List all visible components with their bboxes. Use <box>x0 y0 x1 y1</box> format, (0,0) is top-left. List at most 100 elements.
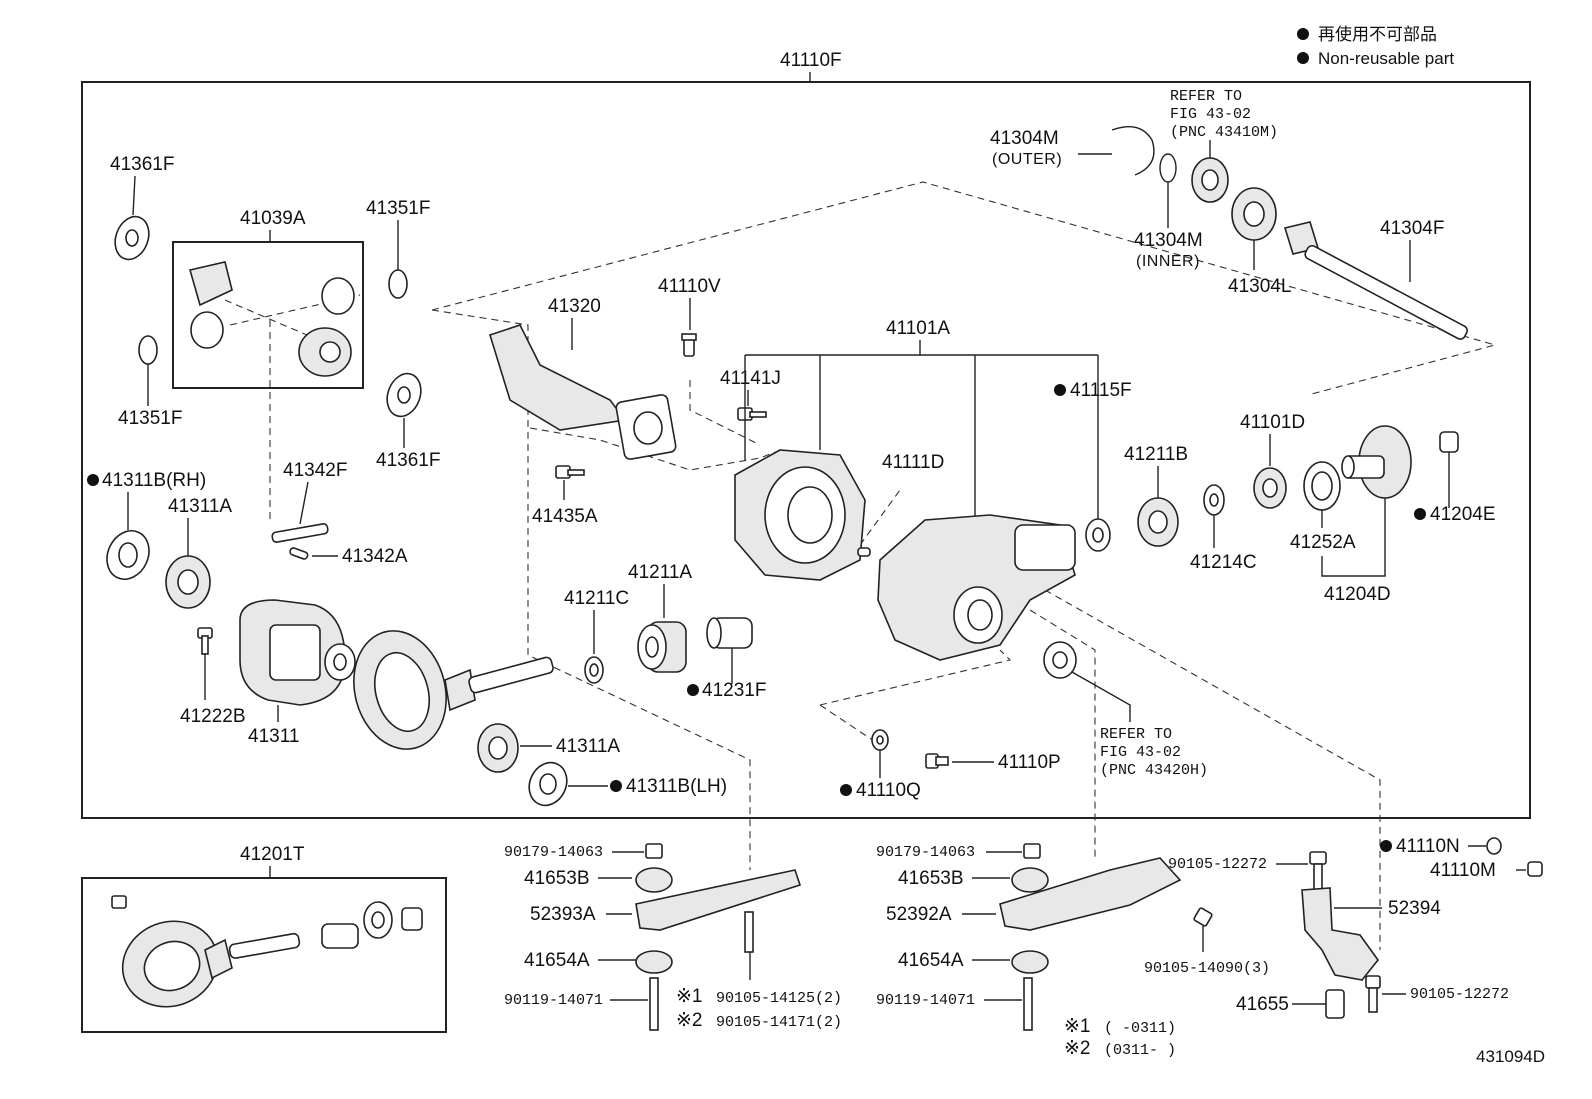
part-label-41653B[interactable]: 41653B <box>898 868 964 889</box>
carrier-housing-icon[interactable] <box>877 514 1076 661</box>
part-label-90105-12272[interactable]: 90105-12272 <box>1168 856 1267 873</box>
part-label-41654A[interactable]: 41654A <box>898 950 964 971</box>
bolt-icon[interactable] <box>744 911 754 953</box>
part-label-41361F[interactable]: 41361F <box>110 154 174 175</box>
pinion-shaft-icon[interactable] <box>271 523 329 543</box>
cushion-icon[interactable] <box>635 950 673 974</box>
part-label-90105-14171[interactable]: 90105-14171(2) <box>716 1014 842 1031</box>
snap-ring-outer-icon[interactable] <box>1111 126 1155 176</box>
bearing-spacer-icon[interactable] <box>706 617 753 649</box>
part-label-52392A[interactable]: 52392A <box>886 904 952 925</box>
plug-icon[interactable] <box>1527 861 1543 877</box>
part-label-41111D[interactable]: 41111D <box>882 452 944 473</box>
companion-flange-icon[interactable] <box>1341 425 1412 499</box>
part-label-90179-14063[interactable]: 90179-14063 <box>504 844 603 861</box>
bolt-icon[interactable] <box>649 977 659 1031</box>
part-label-90119-14071[interactable]: 90119-14071 <box>504 992 603 1009</box>
snap-ring-inner-icon[interactable] <box>1159 153 1177 183</box>
nut-icon[interactable] <box>1023 843 1041 859</box>
part-label-41141J[interactable]: 41141J <box>720 368 781 389</box>
thrust-washer-icon[interactable] <box>388 269 408 299</box>
carrier-cover-icon[interactable] <box>734 449 866 581</box>
part-label-41211A[interactable]: 41211A <box>628 562 692 583</box>
lock-nut-icon[interactable] <box>1439 431 1459 453</box>
part-label-90179-14063[interactable]: 90179-14063 <box>876 844 975 861</box>
stopper-icon[interactable] <box>1325 989 1345 1019</box>
part-label-41311B-LH[interactable]: 41311B(LH) <box>626 776 727 797</box>
part-label-41655[interactable]: 41655 <box>1236 994 1289 1015</box>
part-label-41435A[interactable]: 41435A <box>532 506 598 527</box>
part-label-41115F[interactable]: 41115F <box>1070 380 1132 401</box>
part-label-41110Q[interactable]: 41110Q <box>856 780 921 801</box>
part-label-41342A[interactable]: 41342A <box>342 546 408 567</box>
part-label-41304M-inner[interactable]: 41304M <box>1134 230 1203 251</box>
part-label-41204D[interactable]: 41204D <box>1324 584 1391 605</box>
part-label-41110M[interactable]: 41110M <box>1430 860 1496 881</box>
part-label-41342F[interactable]: 41342F <box>283 460 347 481</box>
differential-tube-icon[interactable] <box>489 324 677 460</box>
part-label-41311A[interactable]: 41311A <box>556 736 620 757</box>
part-label-41361F[interactable]: 41361F <box>376 450 440 471</box>
part-label-41351F[interactable]: 41351F <box>118 408 182 429</box>
bolt-icon[interactable] <box>1365 975 1381 1013</box>
part-label-41351F[interactable]: 41351F <box>366 198 430 219</box>
bolt-icon[interactable] <box>737 407 767 421</box>
part-label-41320[interactable]: 41320 <box>548 296 601 317</box>
part-label-41110V[interactable]: 41110V <box>658 276 721 297</box>
pinion-gear-set[interactable] <box>188 261 355 377</box>
bolt-icon[interactable] <box>1023 977 1033 1031</box>
ring-gear-pinion-icon[interactable] <box>341 620 554 759</box>
part-label-41204E[interactable]: 41204E <box>1430 504 1496 525</box>
thrust-washer-icon[interactable] <box>138 335 158 365</box>
part-label-41304F[interactable]: 41304F <box>1380 218 1444 239</box>
ring-gear-pinion-set-icon[interactable] <box>111 895 423 1020</box>
part-label-41311A[interactable]: 41311A <box>168 496 232 517</box>
dowel-pin-icon[interactable] <box>857 547 871 557</box>
part-label-41110P[interactable]: 41110P <box>998 752 1061 773</box>
gasket-icon[interactable] <box>1486 837 1502 855</box>
part-label-41222B[interactable]: 41222B <box>180 706 246 727</box>
part-label-41311[interactable]: 41311 <box>248 726 299 747</box>
part-label-41201T[interactable]: 41201T <box>240 844 305 865</box>
part-label-41304L[interactable]: 41304L <box>1228 276 1291 297</box>
bracket-icon[interactable] <box>1301 887 1380 981</box>
bearing-icon[interactable] <box>637 621 687 673</box>
non-reusable-dot-icon <box>1380 840 1392 852</box>
part-label-41101D[interactable]: 41101D <box>1240 412 1305 433</box>
drive-shaft-icon[interactable] <box>1283 221 1469 341</box>
part-label-41252A[interactable]: 41252A <box>1290 532 1356 553</box>
nut-icon[interactable] <box>645 843 663 859</box>
part-label-52394[interactable]: 52394 <box>1388 898 1441 919</box>
drain-plug-icon[interactable] <box>925 753 949 769</box>
bolt-icon[interactable] <box>1193 907 1213 927</box>
part-label-90119-14071[interactable]: 90119-14071 <box>876 992 975 1009</box>
cushion-icon[interactable] <box>1011 950 1049 974</box>
cushion-icon[interactable] <box>635 867 673 893</box>
bolt-icon[interactable] <box>555 465 585 479</box>
bolt-icon[interactable] <box>197 627 213 655</box>
part-label-52393A[interactable]: 52393A <box>530 904 596 925</box>
gasket-hole-icon <box>876 735 884 745</box>
part-label-41304M-outer[interactable]: 41304M <box>990 128 1059 149</box>
part-label-41101A[interactable]: 41101A <box>886 318 950 339</box>
part-label-41214C[interactable]: 41214C <box>1190 552 1257 573</box>
part-label-41211C[interactable]: 41211C <box>564 588 629 609</box>
part-label-90105-12272[interactable]: 90105-12272 <box>1410 986 1509 1003</box>
cushion-icon[interactable] <box>1011 867 1049 893</box>
part-label-41110F[interactable]: 41110F <box>780 50 842 71</box>
part-label-90105-14090[interactable]: 90105-14090(3) <box>1144 960 1270 977</box>
part-label-41039A[interactable]: 41039A <box>240 208 306 229</box>
part-label-90105-14125[interactable]: 90105-14125(2) <box>716 990 842 1007</box>
part-label-41211B[interactable]: 41211B <box>1124 444 1188 465</box>
support-member-icon[interactable] <box>999 857 1182 931</box>
part-label-41110N[interactable]: 41110N <box>1396 836 1460 857</box>
differential-case-icon[interactable] <box>239 599 356 706</box>
pin-icon[interactable] <box>289 547 309 560</box>
part-label-41231F[interactable]: 41231F <box>702 680 766 701</box>
part-label-41653B[interactable]: 41653B <box>524 868 590 889</box>
breather-plug-icon[interactable] <box>681 333 697 357</box>
bolt-icon[interactable] <box>1309 851 1327 891</box>
support-member-icon[interactable] <box>635 869 802 931</box>
part-label-41654A[interactable]: 41654A <box>524 950 590 971</box>
part-label-41311B-RH[interactable]: 41311B(RH) <box>102 470 206 491</box>
